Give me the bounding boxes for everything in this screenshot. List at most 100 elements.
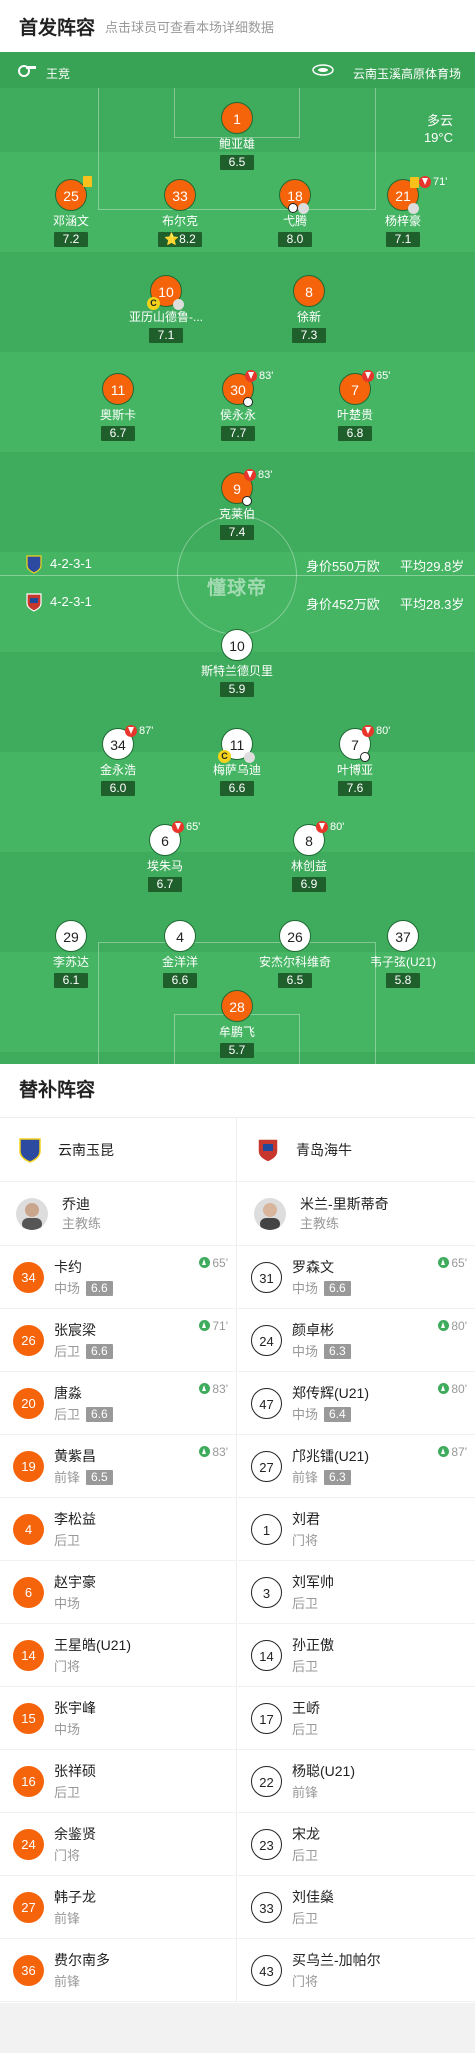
player-number: 33 (164, 179, 196, 211)
away-player-7[interactable]: 7 80' 叶博亚 7.6 (295, 725, 415, 797)
away-formation: 4-2-3-1 (50, 594, 92, 609)
sub-out-icon (419, 176, 431, 189)
sub-minute: 80' (451, 1319, 467, 1333)
player-name: 梅萨乌迪 (212, 763, 261, 777)
coach-name: 乔迪 (62, 1195, 90, 1212)
temperature: 19°C (423, 130, 453, 145)
sub-out-icon (245, 370, 257, 383)
player-name: 唐淼 (54, 1385, 82, 1401)
home-player-10[interactable]: 10 C 亚历山德鲁-... 7.1 (106, 275, 226, 344)
player-position: 前锋 (54, 1470, 81, 1485)
home-player-8[interactable]: 8 徐新 7.3 (249, 275, 369, 344)
player-name: 宋龙 (292, 1826, 320, 1842)
player-rating: 6.3 (324, 1470, 351, 1485)
player-number: 11 (229, 737, 245, 753)
sub-minute: 71' (433, 176, 448, 188)
player-name: 张宸梁 (54, 1322, 96, 1338)
player-number: 10 (221, 629, 253, 661)
sub-minute: 87' (451, 1445, 467, 1459)
player-name: 刘军帅 (292, 1574, 334, 1590)
player-number: 31 (251, 1262, 282, 1293)
away-player-10[interactable]: 10 斯特兰德贝里 5.9 (177, 629, 297, 698)
home-player-30[interactable]: 30 83' 侯永永 7.7 (178, 370, 298, 442)
player-number: 4 (13, 1514, 44, 1545)
player-rating: 7.1 (386, 232, 420, 247)
home-player-25[interactable]: 25 邓涵文 7.2 (11, 176, 131, 248)
assist-boot-icon (244, 751, 255, 763)
sub-minute: 80' (330, 821, 345, 833)
home-player-18[interactable]: 18 弋腾 8.0 (235, 179, 355, 248)
player-position: 前锋 (292, 1470, 319, 1485)
star-icon: ⭐ (164, 232, 180, 246)
home-player-9[interactable]: 9 83' 克莱伯 7.4 (177, 469, 297, 541)
player-number: 27 (13, 1892, 44, 1923)
player-name: 韩子龙 (54, 1889, 96, 1905)
home-player-1[interactable]: 1 鲍亚雄 6.5 (177, 102, 297, 171)
player-name: 牟鹏飞 (218, 1025, 255, 1039)
player-name: 奥斯卡 (99, 408, 136, 422)
player-number: 10 (158, 284, 174, 300)
player-number: 20 (13, 1388, 44, 1419)
player-position: 后卫 (54, 1407, 81, 1422)
away-team-badge (26, 593, 42, 612)
away-coach[interactable]: 米兰-里斯蒂奇主教练 (238, 1182, 475, 1246)
home-coach[interactable]: 乔迪主教练 (0, 1182, 236, 1246)
player-rating: 6.5 (220, 155, 254, 170)
player-number: 17 (251, 1703, 282, 1734)
player-name: 斯特兰德贝里 (200, 664, 273, 678)
away-player-8[interactable]: 8 80' 林创益 6.9 (249, 821, 369, 893)
away-player-29[interactable]: 29 李苏达 6.1 (11, 920, 131, 989)
player-number: 1 (251, 1514, 282, 1545)
player-rating: 6.6 (86, 1407, 113, 1422)
pitch: 王竞 云南玉溪高原体育场 多云 19°C 懂球帝 4-2-3-1 身价550万欧… (0, 52, 475, 1064)
goal-ball-icon (360, 752, 370, 763)
player-name: 弋腾 (282, 214, 307, 228)
captain-icon: C (147, 297, 160, 310)
player-number: 9 (233, 481, 241, 497)
player-rating: 7.7 (221, 426, 255, 441)
team-name: 云南玉昆 (58, 1141, 114, 1158)
sub-minute: 87' (139, 725, 154, 737)
home-formation: 4-2-3-1 (50, 556, 92, 571)
player-rating: 6.5 (86, 1470, 113, 1485)
player-number: 24 (251, 1325, 282, 1356)
away-player-6[interactable]: 6 65' 埃朱马 6.7 (105, 821, 225, 893)
player-name: 李苏达 (52, 955, 89, 969)
away-player-34[interactable]: 34 87' 金永浩 6.0 (58, 725, 178, 797)
home-player-11[interactable]: 11 奥斯卡 6.7 (58, 373, 178, 442)
away-player-37[interactable]: 37 韦子弦(U21) 5.8 (343, 920, 463, 989)
away-player-28[interactable]: 28 牟鹏飞 5.7 (177, 990, 297, 1059)
away-player-4[interactable]: 4 金洋洋 6.6 (120, 920, 240, 989)
player-position: 后卫 (54, 1533, 81, 1548)
away-player-11[interactable]: 11 C 梅萨乌迪 6.6 (177, 728, 297, 797)
home-player-33[interactable]: 33 布尔克 ⭐8.2 (120, 179, 240, 248)
home-player-7[interactable]: 7 65' 叶楚贵 6.8 (295, 370, 415, 442)
player-position: 中场 (54, 1722, 81, 1737)
home-player-21[interactable]: 21 71' 杨梓豪 7.1 (343, 176, 463, 248)
away-player-26[interactable]: 26 安杰尔科维奇 6.5 (235, 920, 355, 989)
